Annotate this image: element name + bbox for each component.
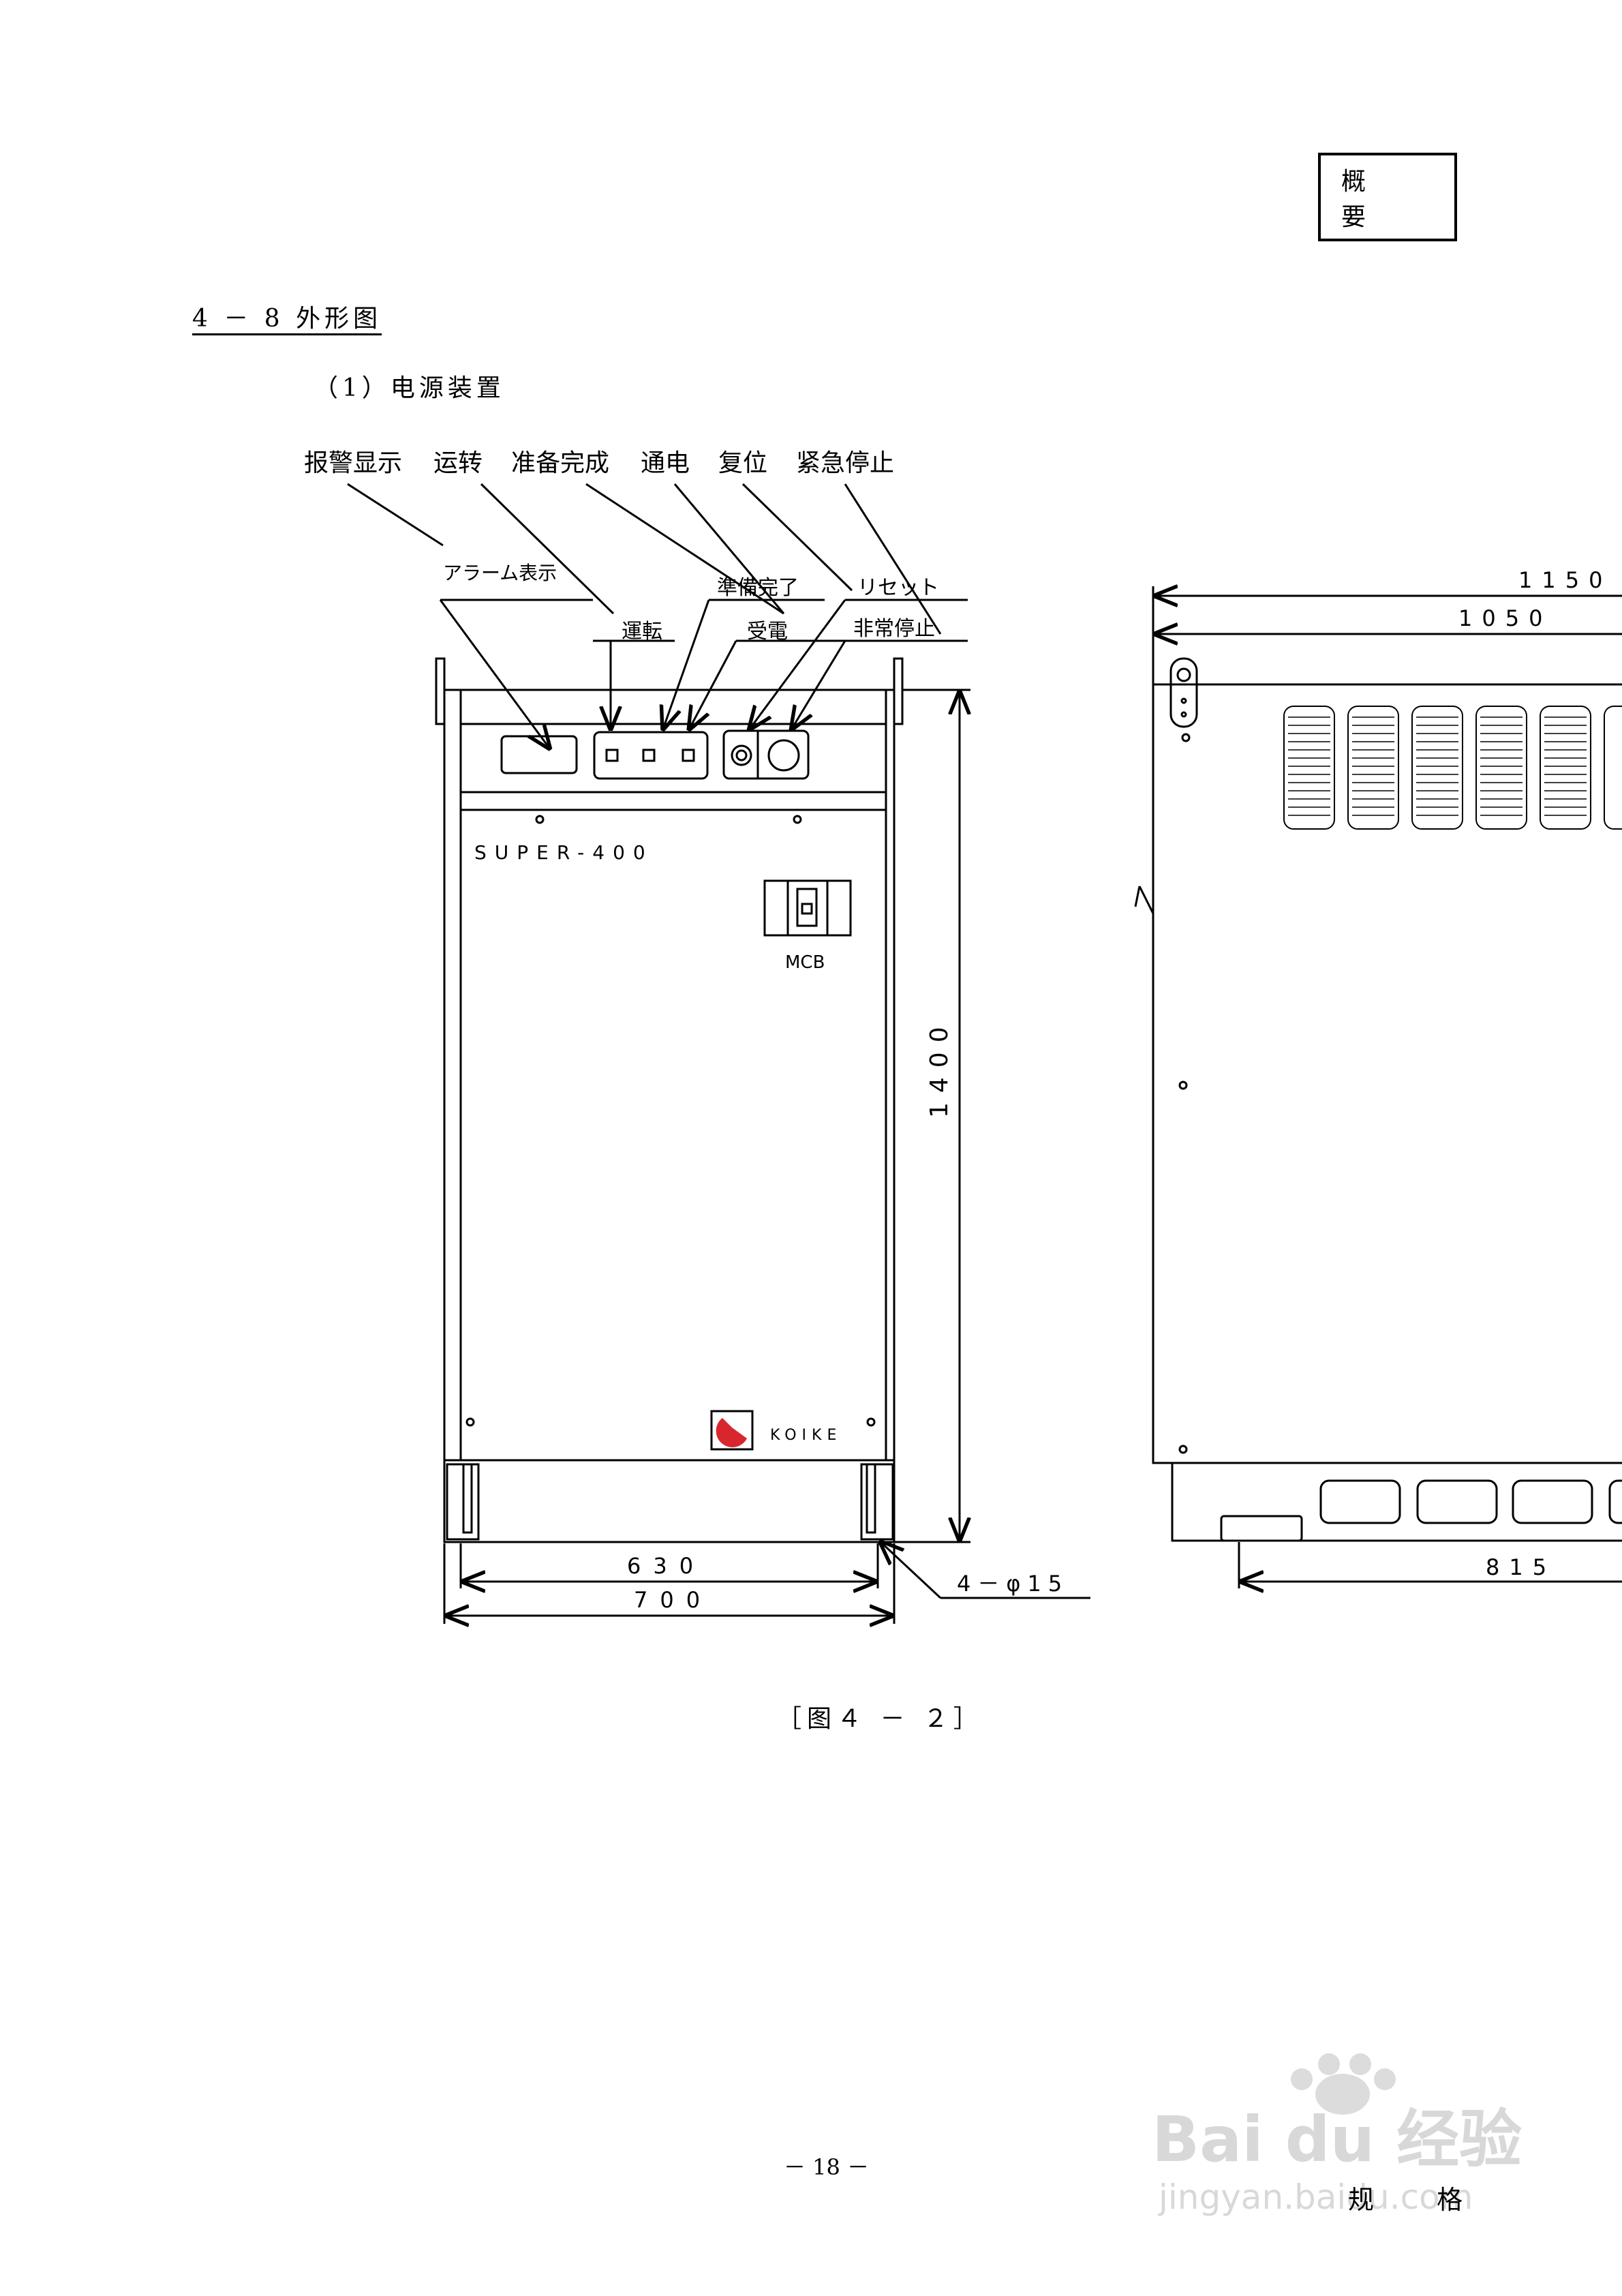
page-number: － 18 － [784, 2154, 870, 2180]
jp-label-power: 受電 [747, 620, 788, 644]
koike-logo [710, 1410, 754, 1451]
label-alarm-display: 报警显示 [304, 449, 403, 477]
dim-side-total-label: 1150 [1518, 567, 1612, 593]
jp-label-estop: 非常停止 [853, 617, 935, 641]
dim-outer-width-label: 700 [634, 1587, 712, 1613]
paw-icon [1291, 2053, 1396, 2115]
side-body [1152, 683, 1622, 1464]
watermark-url: jingyan.baidu.com [1158, 2177, 1473, 2217]
leader-line [480, 483, 615, 615]
dim-height-label: 1400 [925, 1017, 953, 1118]
leader-line [347, 483, 444, 547]
label-power-on: 通电 [641, 449, 690, 477]
leader-line [673, 483, 785, 614]
jp-label-reset: リセット [857, 576, 939, 600]
pointer-arrow [748, 599, 846, 731]
jp-label-alarm: アラーム表示 [443, 562, 557, 584]
brand-label: KOIKE [770, 1427, 842, 1444]
dim-side-body-label: 1050 [1458, 605, 1552, 631]
pointer-arrow [439, 599, 551, 750]
baidu-watermark: Bai du 经验 jingyan.baidu.com [1152, 2053, 1522, 2217]
dim-inner-width-label: 630 [627, 1553, 705, 1579]
mcb-label: MCB [785, 952, 825, 973]
figure-caption: ［图４ － ２］ [777, 1705, 983, 1733]
front-panel [459, 689, 887, 1462]
pointer-arrow [662, 599, 710, 731]
jp-label-ready: 準備完了 [717, 576, 799, 600]
model-label: SUPER-400 [474, 841, 654, 864]
footer-label: 规 格 [1348, 2185, 1490, 2215]
section-subtitle: （1）电源装置 [313, 374, 505, 402]
jp-label-run: 運転 [622, 620, 662, 644]
header-box: 概 要 [1318, 153, 1457, 241]
side-base [1171, 1462, 1622, 1542]
leader-line [844, 483, 942, 635]
watermark-brand: Bai du 经验 [1152, 2103, 1522, 2176]
label-reset: 复位 [718, 449, 768, 477]
louver-grid [1283, 706, 1622, 830]
section-title: 4 － 8 外形图 [192, 305, 382, 333]
label-emergency-stop: 紧急停止 [796, 449, 895, 477]
dim-side-base-label: 815 [1486, 1554, 1556, 1580]
pointer-arrow [791, 640, 846, 731]
label-ready: 准备完成 [511, 449, 610, 477]
label-run: 运转 [433, 449, 483, 477]
front-frame [443, 689, 896, 1543]
dim-holes-label: 4－φ15 [957, 1571, 1069, 1597]
header-box-label: 概 要 [1341, 168, 1387, 231]
leader-line [741, 483, 853, 592]
pointer-arrow [688, 640, 737, 731]
leader-line [585, 483, 784, 615]
